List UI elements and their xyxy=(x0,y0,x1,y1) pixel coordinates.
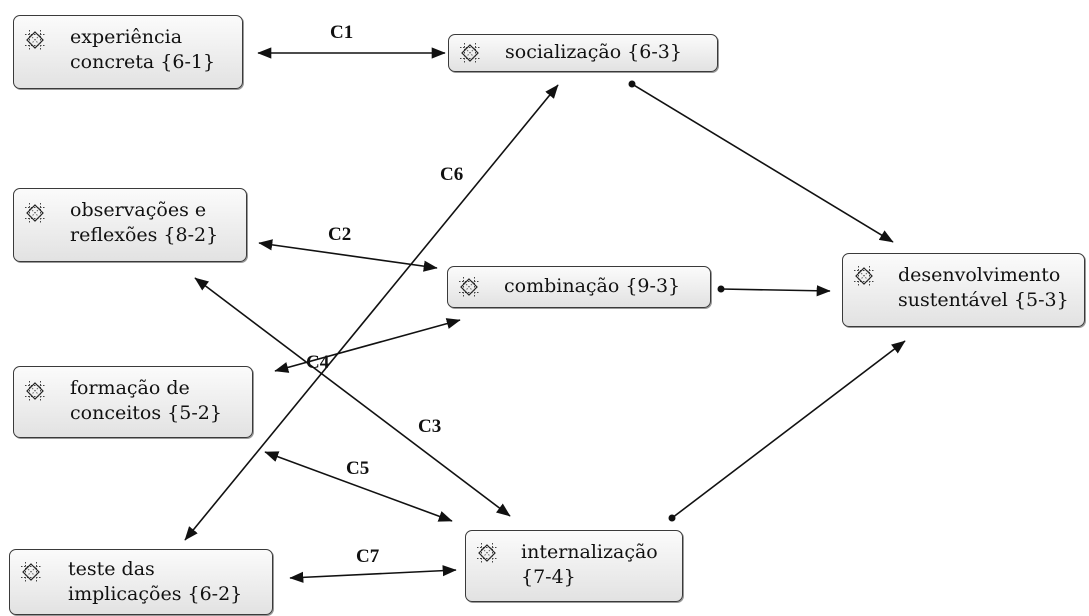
node-label: socialização {6-3} xyxy=(505,41,682,63)
node-teste-implicacoes[interactable]: teste das implicações {6-2} xyxy=(9,549,273,615)
node-formacao-conceitos[interactable]: formação de conceitos {5-2} xyxy=(13,366,253,438)
network-node-icon xyxy=(24,202,46,224)
edge-label-c1: C1 xyxy=(330,22,353,43)
node-desenvolvimento-sustentavel[interactable]: desenvolvimento sustentável {5-3} xyxy=(842,253,1085,327)
node-label: observações e reflexões {8-2} xyxy=(70,199,219,246)
edge-label-c2: C2 xyxy=(328,224,351,245)
node-socializacao[interactable]: socialização {6-3} xyxy=(448,34,718,72)
node-internalizacao[interactable]: internalização {7-4} xyxy=(465,530,683,602)
edge-c6 xyxy=(184,84,559,541)
network-node-icon xyxy=(459,42,481,64)
edge-label-c4: C4 xyxy=(306,352,330,373)
edge-c7 xyxy=(289,565,457,583)
node-label: teste das implicações {6-2} xyxy=(68,558,243,605)
network-node-icon xyxy=(20,561,42,583)
node-label: desenvolvimento sustentável {5-3} xyxy=(898,264,1069,311)
network-node-icon xyxy=(476,542,498,564)
node-label: internalização {7-4} xyxy=(521,541,658,588)
network-node-icon xyxy=(458,276,480,298)
edge-label-c6: C6 xyxy=(440,164,463,185)
edge-internalizacao-desenvolvimento xyxy=(668,340,906,522)
node-observacoes-reflexoes[interactable]: observações e reflexões {8-2} xyxy=(13,188,247,262)
edge-label-c5: C5 xyxy=(346,458,369,479)
node-label: experiência concreta {6-1} xyxy=(70,26,216,73)
node-experiencia-concreta[interactable]: experiência concreta {6-1} xyxy=(13,15,243,89)
edge-c4 xyxy=(274,318,461,373)
network-node-icon xyxy=(24,29,46,51)
edge-label-c3: C3 xyxy=(418,416,441,437)
network-node-icon xyxy=(24,380,46,402)
edge-combinacao-desenvolvimento xyxy=(717,285,831,297)
edge-socializacao-desenvolvimento xyxy=(628,80,894,243)
node-combinacao[interactable]: combinação {9-3} xyxy=(447,266,711,308)
node-label: combinação {9-3} xyxy=(504,275,681,297)
edge-label-c7: C7 xyxy=(356,546,380,567)
node-label: formação de conceitos {5-2} xyxy=(70,377,222,424)
network-node-icon xyxy=(853,265,875,287)
